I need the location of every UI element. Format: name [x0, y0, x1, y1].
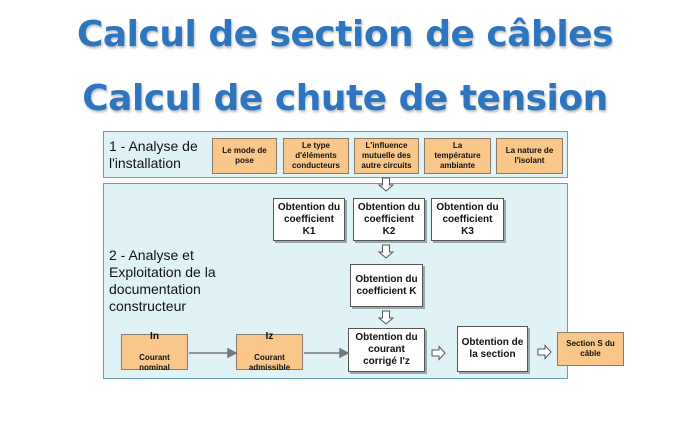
factor-mode-de-pose: Le mode de pose [212, 138, 277, 174]
factor-type-conducteurs: Le type d'éléments conducteurs [283, 138, 349, 174]
courant-nominal-box: In Courant nominal [121, 331, 188, 372]
obtention-section-box: Obtention de la section [457, 326, 528, 372]
title-line-1: Calcul de section de câbles [76, 14, 614, 55]
down-arrow-panel-icon [377, 177, 395, 192]
factor-influence-circuits: L'influence mutuelle des autre circuits [354, 138, 419, 174]
coefficient-k2-box: Obtention du coefficient K2 [353, 198, 425, 241]
courant-nominal-label: Courant nominal [139, 353, 170, 372]
right-arrow-section-icon [431, 345, 446, 361]
courant-corrige-box: Obtention du courant corrigé I'z [348, 328, 425, 372]
courant-admissible-symbol: Iz [265, 331, 274, 342]
section-cable-box: Section S du câble [557, 332, 624, 366]
coefficient-k1-box: Obtention du coefficient K1 [273, 198, 345, 241]
installation-analysis-label: 1 - Analyse de l'installation [109, 138, 198, 171]
courant-admissible-box: Iz Courant admissible [236, 331, 303, 372]
documentation-analysis-label: 2 - Analyse et Exploitation de la docume… [109, 247, 216, 314]
coefficient-k-box: Obtention du coefficient K [350, 264, 423, 307]
title-line-2: Calcul de chute de tension [82, 78, 608, 119]
down-arrow-corrige-icon [377, 310, 395, 325]
courant-admissible-label: Courant admissible [248, 353, 291, 372]
right-arrow-in-iz-icon [189, 347, 238, 359]
down-arrow-k-icon [377, 244, 395, 259]
right-arrow-cable-icon [537, 344, 552, 360]
courant-nominal-symbol: In [150, 331, 159, 342]
factor-temperature: La température ambiante [424, 138, 491, 174]
coefficient-k3-box: Obtention du coefficient K3 [431, 198, 504, 241]
right-arrow-iz-corrige-icon [304, 347, 350, 359]
factor-nature-isolant: La nature de l'isolant [496, 138, 563, 174]
